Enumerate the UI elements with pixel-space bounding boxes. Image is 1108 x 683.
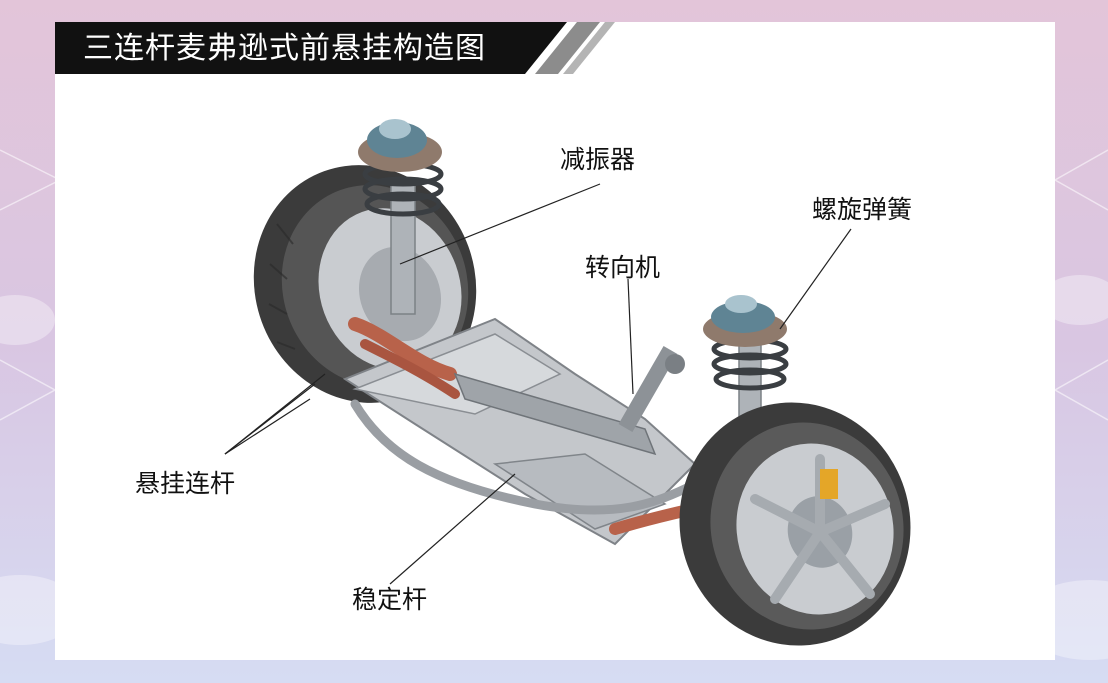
right-wheel xyxy=(679,402,911,646)
page-title: 三连杆麦弗逊式前悬挂构造图 xyxy=(83,31,486,66)
stabilizer-bar xyxy=(350,399,700,515)
callout-lines xyxy=(224,183,852,585)
steering-rack xyxy=(453,346,685,456)
label-coil-spring: 螺旋弹簧 xyxy=(812,195,913,224)
suspension-diagram xyxy=(224,119,911,646)
label-suspension-links: 悬挂连杆 xyxy=(135,469,236,498)
label-stabilizer-bar: 稳定杆 xyxy=(352,585,428,614)
title-banner xyxy=(55,22,615,74)
left-strut xyxy=(358,119,444,315)
label-steering-gear: 转向机 xyxy=(585,253,661,282)
label-shock-absorber: 减振器 xyxy=(560,145,636,174)
